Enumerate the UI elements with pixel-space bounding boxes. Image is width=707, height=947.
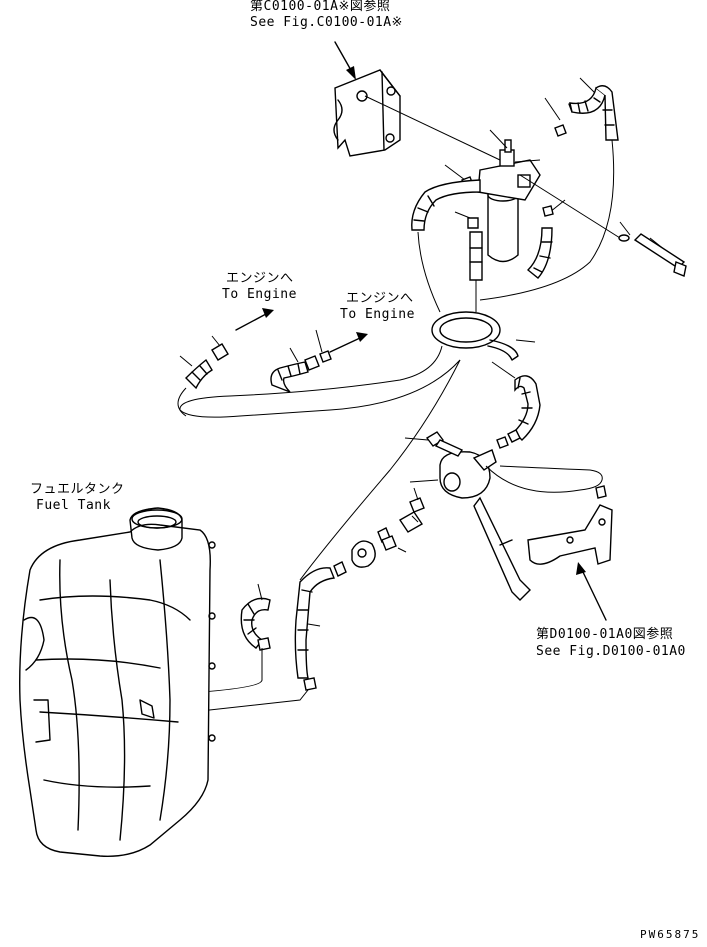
hose-icon [294,567,335,691]
bracket-icon [527,485,613,565]
ref-bottom-jp-label: 第D0100-01A0図参照 [536,627,674,642]
drawing-number: PW65875 [640,928,701,941]
pump-icon [409,449,603,601]
arrow-icon [235,308,274,331]
clamp-icon [333,487,425,577]
engine2-jp-label: エンジンへ [346,291,414,306]
hose-icon [179,335,229,390]
hose-icon [479,85,619,301]
ref-bottom-en-label: See Fig.D0100-01A0 [536,644,686,659]
bolt-icon [519,174,687,277]
bolt-icon [404,431,464,457]
engine1-en-label: To Engine [222,287,297,302]
hose-icon [491,361,541,449]
fuel-tank-icon [19,507,216,857]
arrow-icon [334,41,356,80]
hose-icon [411,179,481,313]
ref-top-jp-label: 第C0100-01A※図参照 [250,0,391,14]
fuel-filter-icon [477,139,541,263]
engine-bracket [333,69,401,157]
hose-icon [469,231,483,312]
clamp-ring [431,311,536,361]
hose-icon [270,329,332,393]
engine2-en-label: To Engine [340,307,415,322]
hose-icon [526,227,553,279]
tank-en-label: Fuel Tank [36,498,111,513]
ref-top-en-label: See Fig.C0100-01A※ [250,15,403,30]
arrow-icon [329,332,368,353]
engine1-jp-label: エンジンへ [226,271,294,286]
arrow-icon [576,562,607,621]
hose-icon [240,583,271,651]
tank-jp-label: フュエルタンク [30,482,125,497]
